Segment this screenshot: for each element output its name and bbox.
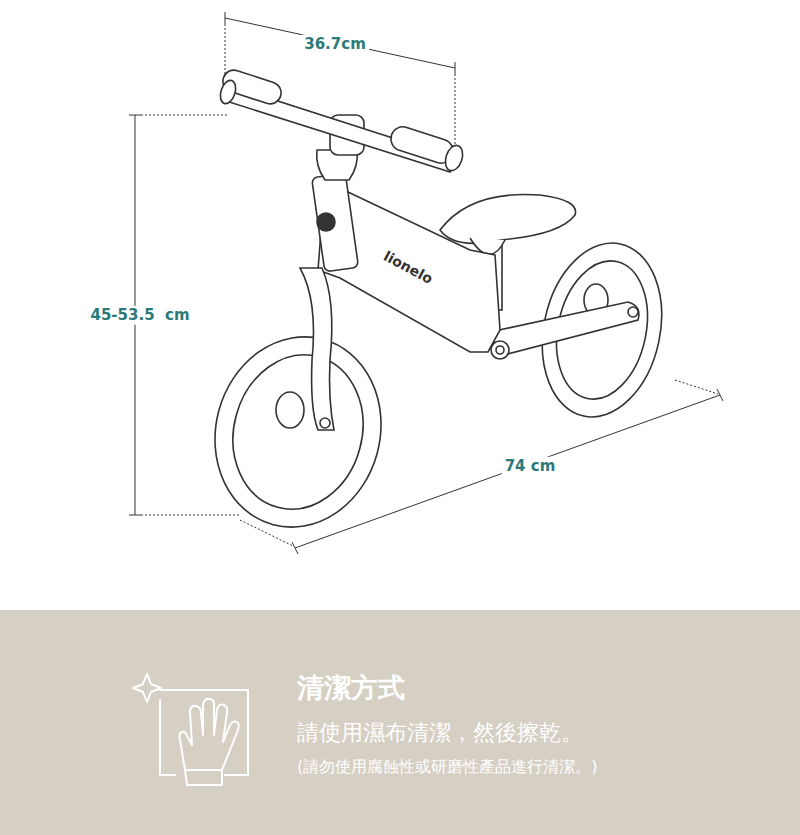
cleaning-info-band: 清潔方式請使用濕布清潔，然後擦乾。 (請勿使用腐蝕性或研磨性產品進行清潔。)	[0, 610, 800, 835]
dimension-lines	[129, 12, 723, 554]
instruction-text: 請使用濕布清潔，然後擦乾。	[297, 720, 583, 745]
section-heading: 清潔方式	[297, 672, 405, 703]
bike-drawing	[194, 67, 677, 546]
length-dimension: 74 cm	[502, 457, 559, 476]
warning-note: (請勿使用腐蝕性或研磨性產品進行清潔。)	[297, 758, 597, 776]
width-dimension: 36.7cm	[301, 35, 369, 54]
height-dimension: 45-53.5 cm	[87, 306, 192, 325]
